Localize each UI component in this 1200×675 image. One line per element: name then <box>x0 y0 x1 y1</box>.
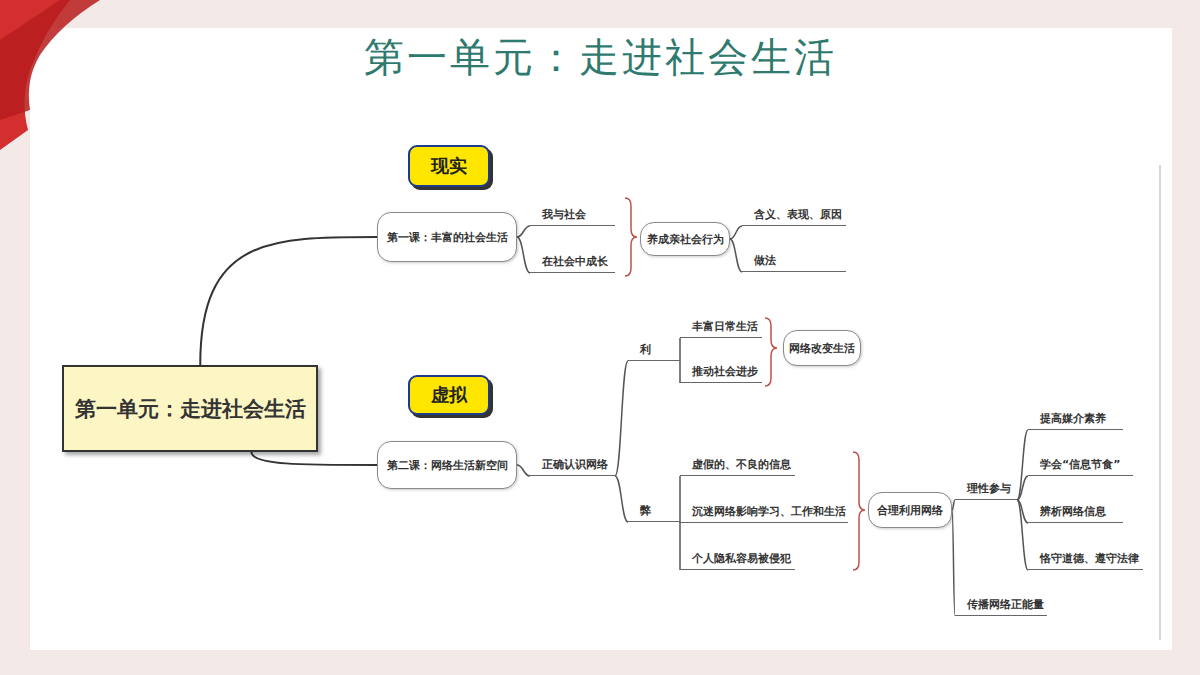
tag-badge: 现实 <box>408 145 490 187</box>
node-text: 第一课：丰富的社会生活 <box>387 230 508 245</box>
node-text: 虚假的、不良的信息 <box>692 457 791 472</box>
branch-connector <box>1017 500 1028 570</box>
node-text: 我与社会 <box>542 207 586 222</box>
branch-connector <box>679 338 681 361</box>
node-text: 正确认识网络 <box>542 457 608 472</box>
topic-line: 理性参与 <box>955 478 1017 500</box>
node-text: 合理利用网络 <box>877 503 943 518</box>
page-title: 第一单元：走进社会生活 <box>0 30 1200 85</box>
topic-line: 传播网络正能量 <box>955 594 1047 616</box>
branch-connector <box>251 452 377 465</box>
node-text: 做法 <box>754 253 776 268</box>
node-text: 沉迷网络影响学习、工作和生活 <box>692 504 846 519</box>
card-edge <box>1159 165 1161 640</box>
curly-bracket <box>765 318 777 386</box>
node-text: 学会“信息节食” <box>1040 457 1120 472</box>
branch-connector <box>517 226 530 237</box>
white-card <box>30 28 1172 650</box>
node-text: 利 <box>640 342 651 357</box>
branch-box: 网络改变生活 <box>783 330 861 366</box>
topic-line: 虚假的、不良的信息 <box>680 454 795 476</box>
node-text: 现实 <box>431 154 467 178</box>
branch-box: 第一课：丰富的社会生活 <box>377 212 517 262</box>
node-text: 网络改变生活 <box>789 341 855 356</box>
branch-connector <box>517 237 530 273</box>
node-text: 第一单元：走进社会生活 <box>75 395 306 423</box>
branch-connector <box>952 500 955 510</box>
branch-connector <box>615 361 628 476</box>
node-text: 含义、表现、原因 <box>754 207 842 222</box>
topic-line: 在社会中成长 <box>530 251 615 273</box>
topic-line: 弊 <box>628 500 680 522</box>
node-text: 传播网络正能量 <box>967 597 1044 612</box>
topic-line: 恪守道德、遵守法律 <box>1028 548 1143 570</box>
topic-line: 含义、表现、原因 <box>742 204 846 226</box>
topic-line: 推动社会进步 <box>680 361 762 383</box>
branch-connector <box>730 239 742 272</box>
tag-badge: 虚拟 <box>408 375 490 415</box>
curly-bracket <box>853 452 865 570</box>
node-text: 辨析网络信息 <box>1040 504 1106 519</box>
node-text: 在社会中成长 <box>542 254 608 269</box>
node-text: 养成亲社会行为 <box>647 232 724 247</box>
topic-line: 辨析网络信息 <box>1028 501 1123 523</box>
branch-connector <box>730 226 742 239</box>
node-text: 丰富日常生活 <box>692 319 758 334</box>
branch-connector <box>1017 476 1028 500</box>
branch-connector <box>200 237 377 365</box>
node-text: 推动社会进步 <box>692 364 758 379</box>
topic-line: 学会“信息节食” <box>1028 454 1133 476</box>
node-text: 提高媒介素养 <box>1040 411 1106 426</box>
topic-line: 个人隐私容易被侵犯 <box>680 548 795 570</box>
topic-line: 沉迷网络影响学习、工作和生活 <box>680 501 848 523</box>
node-text: 个人隐私容易被侵犯 <box>692 551 791 566</box>
node-text: 第二课：网络生活新空间 <box>387 458 508 473</box>
topic-line: 我与社会 <box>530 204 615 226</box>
node-text: 理性参与 <box>967 481 1011 496</box>
branch-connector <box>517 465 530 476</box>
topic-line: 正确认识网络 <box>530 454 615 476</box>
branch-box: 第二课：网络生活新空间 <box>377 441 517 489</box>
root-box: 第一单元：走进社会生活 <box>62 365 318 452</box>
branch-connector <box>615 476 628 522</box>
node-text: 恪守道德、遵守法律 <box>1040 551 1139 566</box>
topic-line: 做法 <box>742 250 846 272</box>
branch-box: 养成亲社会行为 <box>640 222 730 256</box>
topic-line: 利 <box>628 339 680 361</box>
topic-line: 丰富日常生活 <box>680 316 762 338</box>
branch-connector <box>1017 430 1028 500</box>
branch-box: 合理利用网络 <box>868 492 952 528</box>
red-ribbon-fold <box>0 0 100 120</box>
node-text: 虚拟 <box>431 383 467 407</box>
topic-line: 提高媒介素养 <box>1028 408 1123 430</box>
curly-bracket <box>625 198 637 276</box>
node-text: 弊 <box>640 503 651 518</box>
